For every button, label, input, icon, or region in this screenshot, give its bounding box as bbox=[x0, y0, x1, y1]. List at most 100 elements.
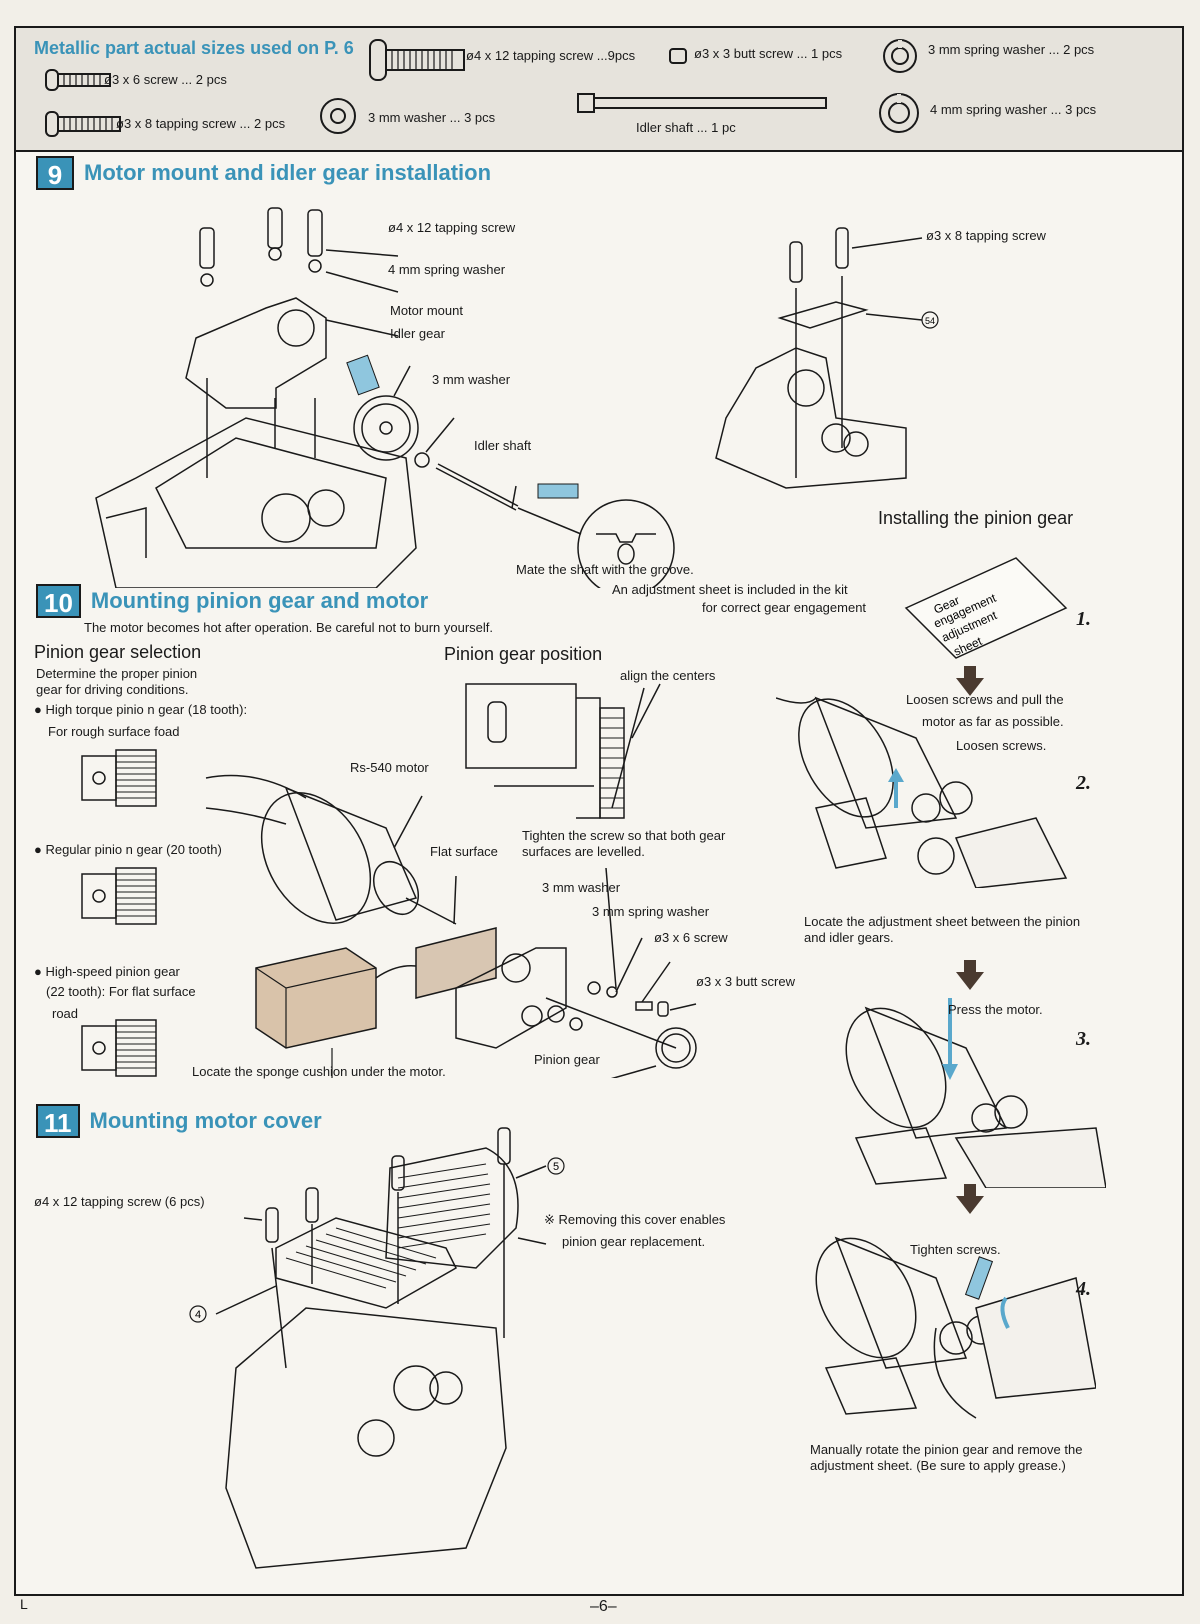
selection-desc-2: gear for driving conditions. bbox=[36, 682, 189, 697]
step-2-text-5: and idler gears. bbox=[804, 930, 894, 945]
pinion-18-tooth-icon bbox=[81, 749, 157, 807]
part-label: ø3 x 8 tapping screw ... 2 pcs bbox=[116, 116, 286, 131]
option-1-line-2: For rough surface foad bbox=[48, 724, 180, 739]
svg-text:54: 54 bbox=[925, 316, 935, 326]
screw-3x6-icon bbox=[45, 69, 111, 91]
pinion-install-title: Installing the pinion gear bbox=[878, 508, 1074, 528]
label-idler-gear: Idler gear bbox=[390, 326, 445, 341]
svg-text:4: 4 bbox=[195, 1309, 201, 1321]
label-tap-screw-4x12: ø4 x 12 tapping screw bbox=[388, 220, 516, 235]
svg-text:5: 5 bbox=[553, 1161, 559, 1173]
step-1-number: 1. bbox=[1076, 608, 1091, 630]
step-4-number: 4. bbox=[1076, 1278, 1091, 1300]
sheet-note-2: for correct gear engagement bbox=[702, 600, 867, 615]
label-idler-shaft: Idler shaft bbox=[474, 438, 532, 453]
label-flat-surface: Flat surface bbox=[430, 844, 498, 859]
section-title: Motor mount and idler gear installation bbox=[84, 160, 492, 185]
tapping-screw-3x8-icon bbox=[45, 111, 121, 137]
step-3-number: 3. bbox=[1076, 1028, 1091, 1050]
option-1-line-1: ● High torque pinio n gear (18 tooth): bbox=[34, 702, 248, 717]
butt-screw-icon bbox=[669, 48, 687, 64]
section-number: 10 bbox=[36, 584, 81, 618]
step-4-text-1: Tighten screws. bbox=[910, 1242, 1001, 1257]
spring-washer-3mm-icon bbox=[883, 39, 917, 73]
step-4-text-3: adjustment sheet. (Be sure to apply grea… bbox=[810, 1458, 1066, 1473]
part-5-badge: 5 bbox=[547, 1157, 565, 1175]
section-11-heading: 11 Mounting motor cover bbox=[36, 1104, 322, 1138]
part-label: ø4 x 12 tapping screw ...9pcs bbox=[466, 48, 636, 63]
section-title: Mounting pinion gear and motor bbox=[90, 588, 429, 613]
part-label: ø3 x 3 butt screw ... 1 pcs bbox=[694, 46, 843, 61]
step-2-text-4: Locate the adjustment sheet between the … bbox=[804, 914, 1081, 929]
adjustment-sheet-illustration: Gear engagement adjustment sheet bbox=[904, 557, 1068, 659]
cover-note-1: ※ Removing this cover enables bbox=[544, 1212, 726, 1227]
plate-mount-diagram bbox=[715, 227, 923, 489]
pinion-selection-title: Pinion gear selection bbox=[34, 642, 202, 662]
section-9-heading: 9 Motor mount and idler gear installatio… bbox=[36, 156, 491, 190]
pinion-22-tooth-icon bbox=[81, 1019, 157, 1077]
label-rs540-motor: Rs-540 motor bbox=[350, 760, 429, 775]
cover-note-2: pinion gear replacement. bbox=[562, 1234, 706, 1249]
step-2-number: 2. bbox=[1076, 772, 1091, 794]
label-washer-3mm: 3 mm washer bbox=[542, 880, 621, 895]
label-screw-3x6: ø3 x 6 screw bbox=[654, 930, 728, 945]
step-2-text-1: Loosen screws and pull the bbox=[906, 692, 1064, 707]
sponge-note: Locate the sponge cushion under the moto… bbox=[192, 1064, 446, 1079]
label-mate-shaft: Mate the shaft with the groove. bbox=[516, 562, 694, 577]
section-number: 11 bbox=[36, 1104, 80, 1138]
parts-title: Metallic part actual sizes used on P. 6 bbox=[34, 38, 354, 58]
step-3-illustration bbox=[845, 998, 1106, 1188]
part-4-badge: 4 bbox=[189, 1305, 207, 1323]
pinion-20-tooth-icon bbox=[81, 867, 157, 925]
page-number: –6– bbox=[590, 1598, 617, 1615]
step-2-text-2: motor as far as possible. bbox=[922, 714, 1064, 729]
label-motor-mount: Motor mount bbox=[390, 303, 463, 318]
option-3-line-3: road bbox=[52, 1006, 79, 1021]
label-washer-3mm: 3 mm washer bbox=[432, 372, 511, 387]
step-3-text: Press the motor. bbox=[948, 1002, 1043, 1017]
section-10-heading: 10 Mounting pinion gear and motor bbox=[36, 584, 428, 618]
label-tap-screw-3x8: ø3 x 8 tapping screw bbox=[926, 228, 1046, 243]
washer-3mm-icon bbox=[320, 98, 356, 134]
tighten-note-1: Tighten the screw so that both gear bbox=[522, 828, 726, 843]
motor-hot-warning: The motor becomes hot after operation. B… bbox=[84, 620, 493, 635]
part-label: 3 mm washer ... 3 pcs bbox=[368, 110, 496, 125]
section-title: Mounting motor cover bbox=[89, 1108, 322, 1133]
corner-mark: L bbox=[20, 1596, 28, 1612]
part-label: 4 mm spring washer ... 3 pcs bbox=[930, 102, 1097, 117]
page-frame: Metallic part actual sizes used on P. 6 … bbox=[14, 26, 1184, 1596]
sheet-note-1: An adjustment sheet is included in the k… bbox=[612, 582, 848, 597]
motor-cover-diagram bbox=[215, 1127, 547, 1569]
tighten-note-2: surfaces are levelled. bbox=[522, 844, 645, 859]
part-label: 3 mm spring washer ... 2 pcs bbox=[928, 42, 1095, 57]
label-butt-screw: ø3 x 3 butt screw bbox=[696, 974, 795, 989]
option-2-line-1: ● Regular pinio n gear (20 tooth) bbox=[34, 842, 222, 857]
idler-shaft-icon bbox=[577, 93, 827, 113]
arrow-down-icon bbox=[956, 960, 984, 990]
arrow-down-icon bbox=[956, 1184, 984, 1214]
option-3-line-1: ● High-speed pinion gear bbox=[34, 964, 180, 979]
label-screws-6pcs: ø4 x 12 tapping screw (6 pcs) bbox=[34, 1194, 205, 1209]
selection-desc-1: Determine the proper pinion bbox=[36, 666, 198, 681]
motor-assembly-diagram bbox=[205, 774, 697, 1078]
label-spring-washer-3mm: 3 mm spring washer bbox=[592, 904, 710, 919]
label-spring-washer-4mm: 4 mm spring washer bbox=[388, 262, 506, 277]
pinion-position-title: Pinion gear position bbox=[444, 644, 603, 664]
step-2-illustration bbox=[776, 696, 1068, 888]
part-label: ø3 x 6 screw ... 2 pcs bbox=[104, 72, 227, 87]
spring-washer-4mm-icon bbox=[879, 93, 919, 133]
step-4-illustration bbox=[815, 1236, 1096, 1419]
step-2-text-3: Loosen screws. bbox=[956, 738, 1047, 753]
tapping-screw-4x12-icon bbox=[369, 39, 465, 81]
motor-mount-diagram bbox=[95, 207, 675, 588]
section-number: 9 bbox=[36, 156, 74, 190]
label-pinion-gear: Pinion gear bbox=[534, 1052, 600, 1067]
step-4-text-2: Manually rotate the pinion gear and remo… bbox=[810, 1442, 1083, 1457]
parts-band: Metallic part actual sizes used on P. 6 … bbox=[16, 28, 1182, 152]
part-54-badge: 54 bbox=[921, 311, 939, 329]
pinion-position-diagram bbox=[465, 683, 661, 819]
option-3-line-2: (22 tooth): For flat surface bbox=[46, 984, 196, 999]
part-label: Idler shaft ... 1 pc bbox=[636, 120, 736, 135]
arrow-down-icon bbox=[956, 666, 984, 696]
align-centers-label: align the centers bbox=[620, 668, 716, 683]
